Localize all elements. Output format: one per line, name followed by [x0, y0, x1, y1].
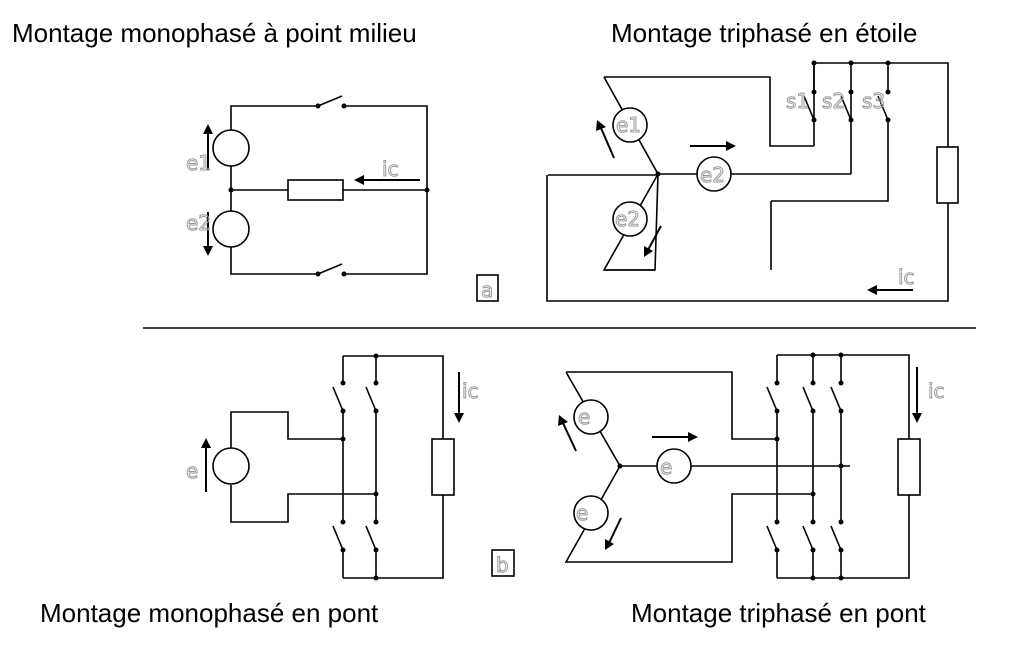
switch-bottom: [317, 263, 343, 275]
label-b: b: [496, 553, 509, 577]
label-e2-bridge3: e: [576, 501, 588, 525]
title-three-phase-star: Montage triphasé en étoile: [611, 18, 918, 48]
bridge3-source-wire: [564, 371, 850, 563]
label-e2-star: e2: [615, 207, 640, 231]
star-wiring-4: [850, 63, 889, 174]
label-s3: s3: [862, 89, 885, 113]
switch-s2: [840, 95, 852, 121]
source-e3-star: [696, 156, 732, 192]
source-e1-star: [612, 107, 648, 143]
arrow-e1: [203, 124, 213, 134]
box-a: [476, 274, 499, 302]
switch-s3: [877, 95, 889, 121]
bridge3-frame-wire: [777, 354, 910, 579]
circuit-single-phase-midpoint: e1 e2 ic a: [186, 95, 499, 303]
label-ic-bridge: ic: [462, 379, 479, 403]
label-ic: ic: [382, 157, 399, 181]
source-e-bridge: [212, 447, 250, 485]
label-s2: s2: [822, 89, 845, 113]
title-single-phase-midpoint: Montage monophasé à point milieu: [12, 18, 417, 48]
source-e2-star: [612, 201, 648, 237]
switch-top: [317, 95, 343, 107]
bridge-source-wire: [230, 411, 376, 523]
source-e2: [212, 210, 250, 248]
label-ic-star: ic: [898, 265, 915, 289]
arrow-ic: [354, 175, 364, 185]
switch-s1: [803, 95, 815, 121]
star-wiring-3: [546, 62, 949, 302]
title-three-phase-bridge: Montage triphasé en pont: [631, 598, 926, 628]
label-a: a: [481, 278, 493, 302]
source-e1: [212, 129, 250, 167]
load-resistor-bridge3: [897, 438, 921, 496]
load-resistor: [287, 179, 344, 201]
label-ic-bridge3: ic: [928, 379, 945, 403]
label-e2: e2: [186, 211, 211, 235]
arrow-e2: [203, 246, 213, 256]
circuit-three-phase-star: e1 e2 e2 s1 s2 s3 ic: [546, 60, 959, 302]
box-b: [491, 549, 515, 577]
label-e1-star: e1: [616, 113, 641, 137]
source-e1-bridge3: [573, 399, 609, 435]
label-e1-bridge3: e: [578, 405, 590, 429]
circuit-single-phase-bridge: e ic b: [186, 353, 515, 581]
label-e3-bridge3: e: [660, 455, 672, 479]
label-s1: s1: [786, 89, 809, 113]
label-e1: e1: [186, 151, 211, 175]
source-e3-bridge3: [656, 448, 692, 484]
bridge-frame-wire: [342, 355, 444, 579]
title-single-phase-bridge: Montage monophasé en pont: [40, 598, 379, 628]
label-e3-star: e2: [700, 163, 725, 187]
load-resistor-bridge: [431, 438, 455, 496]
source-e2-bridge3: [573, 495, 609, 531]
load-resistor-star: [936, 146, 959, 204]
label-e-bridge: e: [186, 459, 198, 483]
circuit-three-phase-bridge: e e e ic: [558, 352, 945, 581]
